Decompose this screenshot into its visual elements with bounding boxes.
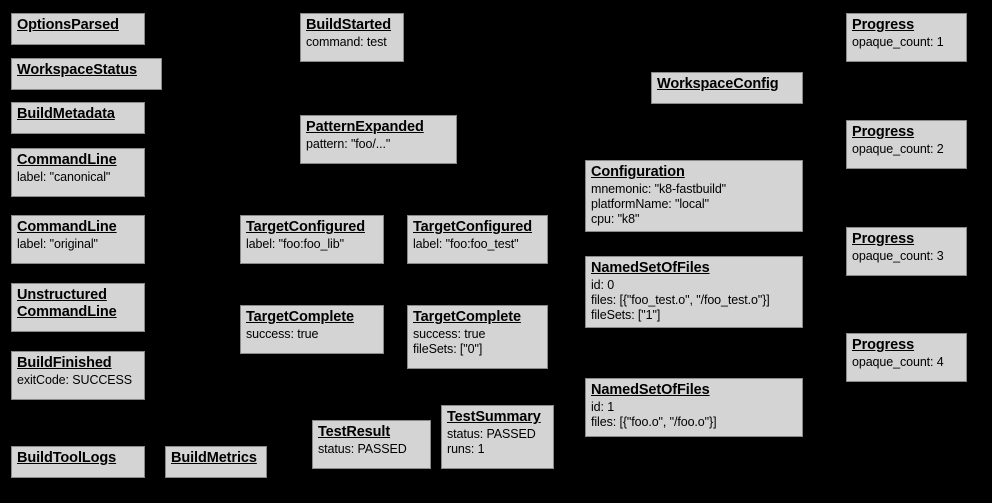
node-detail-line: mnemonic: "k8-fastbuild" [591, 182, 727, 196]
node-detail-lines: opaque_count: 4 [852, 355, 961, 370]
graph-node-target-configured-foo-lib[interactable]: TargetConfigured label: "foo:foo_lib" [240, 215, 384, 264]
graph-node-workspace-status[interactable]: WorkspaceStatus [11, 58, 162, 90]
node-title: TargetComplete [413, 309, 521, 325]
node-title: BuildStarted [306, 17, 392, 33]
node-detail-lines: opaque_count: 2 [852, 142, 961, 157]
node-detail-line: label: "foo:foo_lib" [246, 237, 344, 251]
graph-node-test-result[interactable]: TestResult status: PASSED [312, 420, 431, 469]
graph-node-command-line-canonical[interactable]: CommandLine label: "canonical" [11, 148, 145, 197]
node-detail-line: files: [{"foo_test.o", "/foo_test.o"}] [591, 293, 770, 307]
node-title: Progress [852, 337, 915, 353]
graph-node-pattern-expanded[interactable]: PatternExpanded pattern: "foo/..." [300, 115, 457, 164]
node-detail-lines: label: "foo:foo_lib" [246, 237, 378, 252]
graph-node-unstructured-command-line[interactable]: Unstructured CommandLine [11, 283, 145, 332]
node-title: BuildMetrics [171, 450, 257, 466]
node-detail-line: label: "canonical" [17, 170, 111, 184]
node-detail-line: id: 1 [591, 400, 615, 414]
node-detail-line: runs: 1 [447, 442, 485, 456]
node-title: Progress [852, 17, 915, 33]
node-detail-line: files: [{"foo.o", "/foo.o"}] [591, 415, 717, 429]
node-detail-line: fileSets: ["0"] [413, 342, 483, 356]
node-detail-line: opaque_count: 2 [852, 142, 944, 156]
node-detail-line: opaque_count: 3 [852, 249, 944, 263]
graph-node-build-tool-logs[interactable]: BuildToolLogs [11, 446, 145, 478]
node-detail-lines: exitCode: SUCCESS [17, 373, 139, 388]
node-title: Progress [852, 124, 915, 140]
node-title: CommandLine [17, 152, 117, 168]
node-detail-line: status: PASSED [447, 427, 536, 441]
node-detail-lines: success: true [246, 327, 378, 342]
node-title: Configuration [591, 164, 685, 180]
node-title: BuildMetadata [17, 106, 115, 122]
graph-node-options-parsed[interactable]: OptionsParsed [11, 13, 145, 45]
graph-node-build-finished[interactable]: BuildFinished exitCode: SUCCESS [11, 351, 145, 400]
graph-node-build-started[interactable]: BuildStarted command: test [300, 13, 404, 62]
node-detail-line: cpu: "k8" [591, 212, 640, 226]
node-title: WorkspaceConfig [657, 76, 779, 92]
node-title: OptionsParsed [17, 17, 119, 33]
node-title: TestResult [318, 424, 391, 440]
node-title: WorkspaceStatus [17, 62, 137, 78]
node-detail-line: exitCode: SUCCESS [17, 373, 133, 387]
node-title: TargetComplete [246, 309, 354, 325]
node-title: Progress [852, 231, 915, 247]
node-detail-lines: opaque_count: 3 [852, 249, 961, 264]
node-detail-lines: mnemonic: "k8-fastbuild"platformName: "l… [591, 182, 797, 227]
node-title: TestSummary [447, 409, 541, 425]
graph-node-workspace-config[interactable]: WorkspaceConfig [651, 72, 803, 104]
node-detail-line: label: "original" [17, 237, 98, 251]
node-title: NamedSetOfFiles [591, 260, 710, 276]
node-detail-lines: pattern: "foo/..." [306, 137, 451, 152]
node-detail-line: opaque_count: 4 [852, 355, 944, 369]
node-title: NamedSetOfFiles [591, 382, 710, 398]
node-detail-line: id: 0 [591, 278, 615, 292]
node-detail-lines: command: test [306, 35, 398, 50]
node-detail-lines: status: PASSED [318, 442, 425, 457]
node-detail-line: success: true [246, 327, 319, 341]
node-detail-lines: label: "original" [17, 237, 139, 252]
node-detail-line: pattern: "foo/..." [306, 137, 391, 151]
node-detail-line: fileSets: ["1"] [591, 308, 661, 322]
node-detail-lines: opaque_count: 1 [852, 35, 961, 50]
node-detail-line: opaque_count: 1 [852, 35, 944, 49]
graph-node-target-configured-foo-test[interactable]: TargetConfigured label: "foo:foo_test" [407, 215, 548, 264]
graph-node-progress-1[interactable]: Progress opaque_count: 1 [846, 13, 967, 62]
graph-node-progress-4[interactable]: Progress opaque_count: 4 [846, 333, 967, 382]
graph-node-progress-2[interactable]: Progress opaque_count: 2 [846, 120, 967, 169]
node-title: TargetConfigured [246, 219, 365, 235]
node-detail-line: platformName: "local" [591, 197, 709, 211]
node-title: TargetConfigured [413, 219, 532, 235]
node-title: BuildFinished [17, 355, 112, 371]
graph-node-progress-3[interactable]: Progress opaque_count: 3 [846, 227, 967, 276]
graph-node-command-line-original[interactable]: CommandLine label: "original" [11, 215, 145, 264]
node-detail-line: label: "foo:foo_test" [413, 237, 519, 251]
graph-node-build-metrics[interactable]: BuildMetrics [165, 446, 267, 478]
graph-node-target-complete-foo-lib[interactable]: TargetComplete success: true [240, 305, 384, 354]
node-title: PatternExpanded [306, 119, 424, 135]
node-detail-lines: label: "foo:foo_test" [413, 237, 542, 252]
node-detail-line: command: test [306, 35, 387, 49]
node-title: Unstructured CommandLine [17, 287, 117, 320]
node-title: BuildToolLogs [17, 450, 117, 466]
node-title: CommandLine [17, 219, 117, 235]
graph-node-build-metadata[interactable]: BuildMetadata [11, 102, 145, 134]
graph-node-configuration[interactable]: Configuration mnemonic: "k8-fastbuild"pla… [585, 160, 803, 232]
node-detail-line: status: PASSED [318, 442, 407, 456]
node-detail-line: success: true [413, 327, 486, 341]
node-detail-lines: label: "canonical" [17, 170, 139, 185]
